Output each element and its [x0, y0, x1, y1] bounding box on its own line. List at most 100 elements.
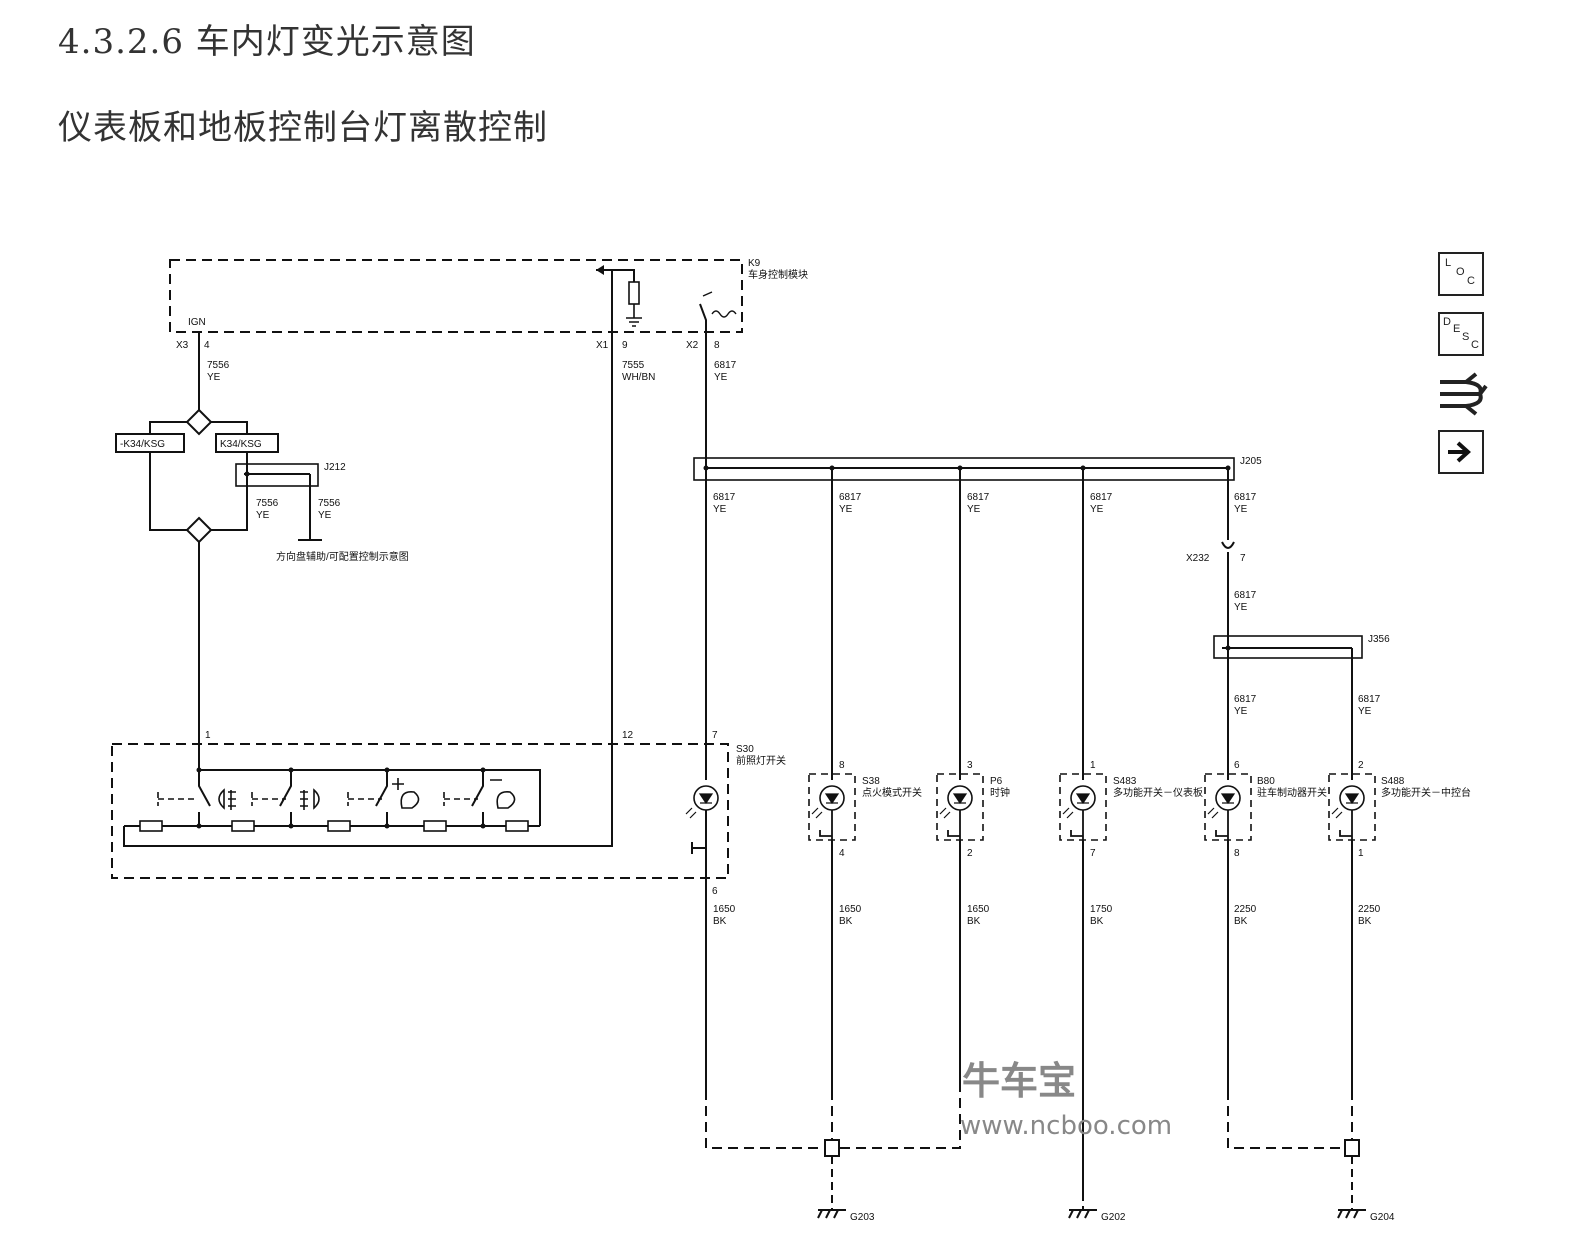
- svg-text:7: 7: [1240, 553, 1246, 564]
- svg-text:1: 1: [205, 730, 211, 741]
- dimmer-up-icon: [392, 778, 420, 809]
- svg-text:J356: J356: [1368, 634, 1390, 645]
- svg-text:2250: 2250: [1358, 904, 1381, 915]
- svg-text:1: 1: [1090, 760, 1096, 771]
- svg-text:YE: YE: [1090, 504, 1104, 515]
- svg-text:P6: P6: [990, 776, 1003, 787]
- svg-text:S38: S38: [862, 776, 880, 787]
- svg-text:YE: YE: [714, 372, 728, 383]
- bcm-name: 车身控制模块: [748, 268, 808, 281]
- svg-text:6: 6: [712, 886, 718, 897]
- svg-text:YE: YE: [256, 510, 270, 521]
- next-arrow-icon[interactable]: [1438, 430, 1484, 474]
- svg-text:YE: YE: [207, 372, 221, 383]
- svg-text:4: 4: [204, 340, 210, 351]
- option-diamond-top: [185, 408, 213, 436]
- svg-text:BK: BK: [1090, 916, 1104, 927]
- ground-g202: G202: [1101, 1212, 1126, 1223]
- ground-eyelet-g203: [824, 1139, 840, 1157]
- headlamp-switch-block: 1 12 7 6: [111, 338, 729, 897]
- svg-text:8: 8: [1234, 848, 1240, 859]
- splice-j356: J356: [1213, 634, 1390, 659]
- svg-text:X3: X3: [176, 340, 189, 351]
- svg-text:BK: BK: [839, 916, 853, 927]
- svg-text:3: 3: [967, 760, 973, 771]
- svg-text:J205: J205: [1240, 456, 1262, 467]
- svg-text:YE: YE: [1358, 706, 1372, 717]
- svg-text:YE: YE: [1234, 504, 1248, 515]
- svg-text:时钟: 时钟: [990, 786, 1010, 799]
- svg-text:前照灯开关: 前照灯开关: [736, 754, 786, 767]
- svg-text:12: 12: [622, 730, 634, 741]
- lamp-b80: 6 8 B80 驻车制动器开关: [1204, 760, 1327, 859]
- svg-text:S30: S30: [736, 744, 754, 755]
- svg-text:7556: 7556: [256, 498, 279, 509]
- ground-g204: G204: [1370, 1212, 1395, 1223]
- svg-text:点火模式开关: 点火模式开关: [862, 786, 922, 799]
- svg-text:1750: 1750: [1090, 904, 1113, 915]
- bcm-ign-label: IGN: [188, 317, 206, 328]
- lamp-s488: 2 1 S488 多功能开关－中控台: [1328, 760, 1471, 859]
- bcm-id: K9: [748, 258, 761, 269]
- ground-eyelet-g204: [1344, 1139, 1360, 1157]
- svg-text:B80: B80: [1257, 776, 1275, 787]
- svg-text:6817: 6817: [1234, 694, 1257, 705]
- svg-text:1650: 1650: [713, 904, 736, 915]
- svg-text:7: 7: [712, 730, 718, 741]
- desc-icon[interactable]: D E S C: [1438, 312, 1484, 356]
- svg-text:6817: 6817: [1234, 590, 1257, 601]
- svg-text:7556: 7556: [318, 498, 341, 509]
- svg-text:7: 7: [1090, 848, 1096, 859]
- dimmer-down-icon: [490, 779, 516, 809]
- svg-text:7555: 7555: [622, 360, 645, 371]
- svg-text:YE: YE: [839, 504, 853, 515]
- svg-text:8: 8: [839, 760, 845, 771]
- svg-text:2250: 2250: [1234, 904, 1257, 915]
- svg-text:BK: BK: [967, 916, 981, 927]
- lamp-s38: 8 4 S38 点火模式开关: [808, 760, 922, 859]
- pullup-resistor: [628, 281, 640, 305]
- svg-text:YE: YE: [1234, 602, 1248, 613]
- splice-j205: J205: [693, 456, 1262, 481]
- bcm-module: K9 车身控制模块 IGN X3 4 X1 9 X2 8: [169, 258, 808, 351]
- watermark-url: www.ncboo.com: [960, 1111, 1172, 1141]
- foglamp-icon: [300, 788, 320, 810]
- loc-icon[interactable]: L O C: [1438, 252, 1484, 296]
- svg-text:YE: YE: [1234, 706, 1248, 717]
- svg-text:S483: S483: [1113, 776, 1137, 787]
- option-diamond-bottom: [185, 516, 213, 544]
- lamp-p6: 3 2 P6 时钟: [936, 760, 1010, 859]
- svg-text:4: 4: [839, 848, 845, 859]
- splice-j212: [235, 463, 319, 487]
- svg-text:6817: 6817: [713, 492, 736, 503]
- svg-text:YE: YE: [713, 504, 727, 515]
- svg-text:1: 1: [1358, 848, 1364, 859]
- ground-g203: G203: [850, 1212, 875, 1223]
- svg-text:YE: YE: [318, 510, 332, 521]
- watermark-brand: 牛车宝: [962, 1059, 1076, 1103]
- svg-text:6817: 6817: [1234, 492, 1257, 503]
- connector-x232: [1221, 468, 1235, 648]
- svg-text:9: 9: [622, 340, 628, 351]
- svg-text:6817: 6817: [967, 492, 990, 503]
- svg-text:1650: 1650: [839, 904, 862, 915]
- section-title: 4.3.2.6 车内灯变光示意图: [58, 22, 476, 62]
- svg-text:BK: BK: [1358, 916, 1372, 927]
- svg-text:WH/BN: WH/BN: [622, 372, 655, 383]
- lamp-s483: 1 7 S483 多功能开关－仪表板: [1059, 760, 1203, 859]
- connector-icon[interactable]: [1436, 368, 1488, 420]
- svg-text:X232: X232: [1186, 553, 1210, 564]
- svg-text:6817: 6817: [1090, 492, 1113, 503]
- svg-text:-K34/KSG: -K34/KSG: [120, 439, 165, 450]
- svg-text:S488: S488: [1381, 776, 1405, 787]
- svg-text:X2: X2: [686, 340, 699, 351]
- lamp-s30: S30 前照灯开关: [685, 744, 786, 1090]
- svg-text:YE: YE: [967, 504, 981, 515]
- svg-text:2: 2: [967, 848, 973, 859]
- svg-text:J212: J212: [324, 462, 346, 473]
- svg-text:多功能开关－中控台: 多功能开关－中控台: [1381, 786, 1471, 799]
- svg-text:7556: 7556: [207, 360, 230, 371]
- svg-text:8: 8: [714, 340, 720, 351]
- svg-text:驻车制动器开关: 驻车制动器开关: [1257, 786, 1327, 799]
